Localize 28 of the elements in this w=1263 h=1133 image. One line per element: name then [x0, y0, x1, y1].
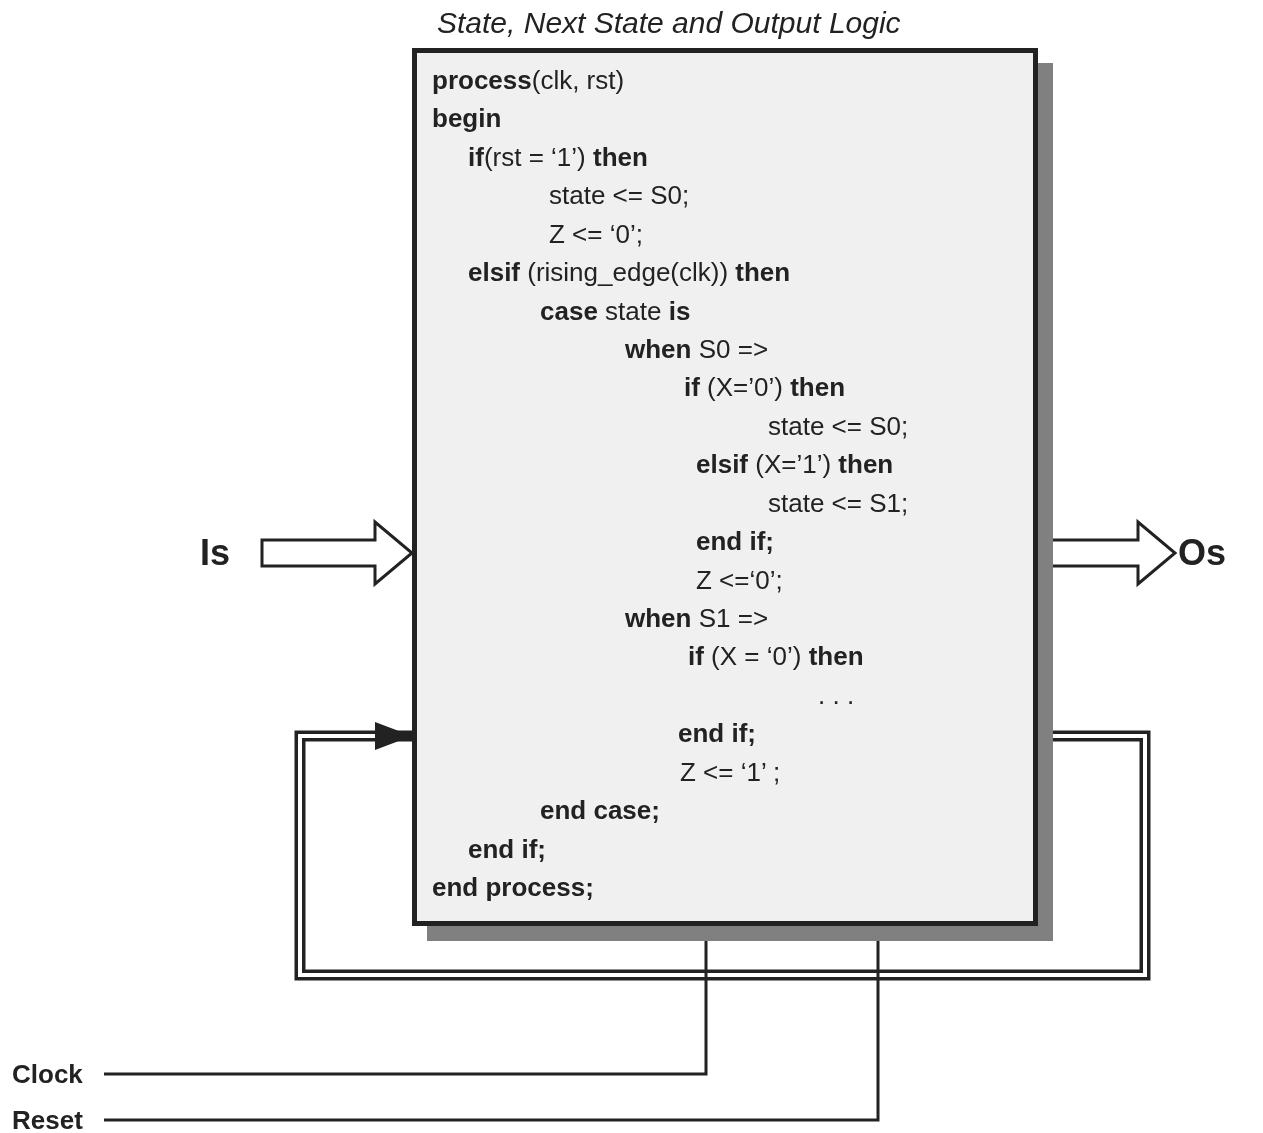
signal-label: Os: [1178, 530, 1227, 576]
code-line: elsif (rising_edge(clk)) then: [468, 256, 791, 290]
box-title: State, Next State and Output Logic: [437, 5, 901, 41]
code-line: if(rst = ‘1’) then: [468, 140, 648, 174]
code-line: end case;: [540, 794, 660, 828]
code-line: . . .: [818, 678, 855, 712]
code-line: begin: [432, 102, 502, 136]
signal-label: Reset: [12, 1104, 83, 1133]
code-line: when S0 =>: [625, 333, 769, 366]
code-line: end process;: [432, 871, 594, 904]
code-line: state <= S0;: [549, 179, 690, 213]
code-line: when S1 =>: [625, 602, 769, 635]
code-line: if (X = ‘0’) then: [688, 640, 864, 674]
code-line: end if;: [678, 717, 756, 751]
code-line: Z <= ‘0’;: [549, 217, 643, 251]
code-line: Z <= ‘1’ ;: [680, 755, 781, 789]
code-line: end if;: [468, 832, 546, 866]
code-line: case state is: [540, 294, 691, 328]
code-line: state <= S0;: [768, 409, 909, 443]
code-line: if (X=’0’) then: [684, 371, 846, 405]
code-line: state <= S1;: [768, 486, 909, 520]
code-line: elsif (X=’1’) then: [696, 448, 894, 482]
block-arrow: [260, 518, 415, 588]
code-line: process(clk, rst): [432, 64, 625, 97]
signal-label: Is: [200, 530, 231, 576]
signal-label: Clock: [12, 1058, 83, 1090]
code-line: end if;: [696, 525, 774, 559]
code-line: Z <=‘0’;: [696, 563, 783, 597]
